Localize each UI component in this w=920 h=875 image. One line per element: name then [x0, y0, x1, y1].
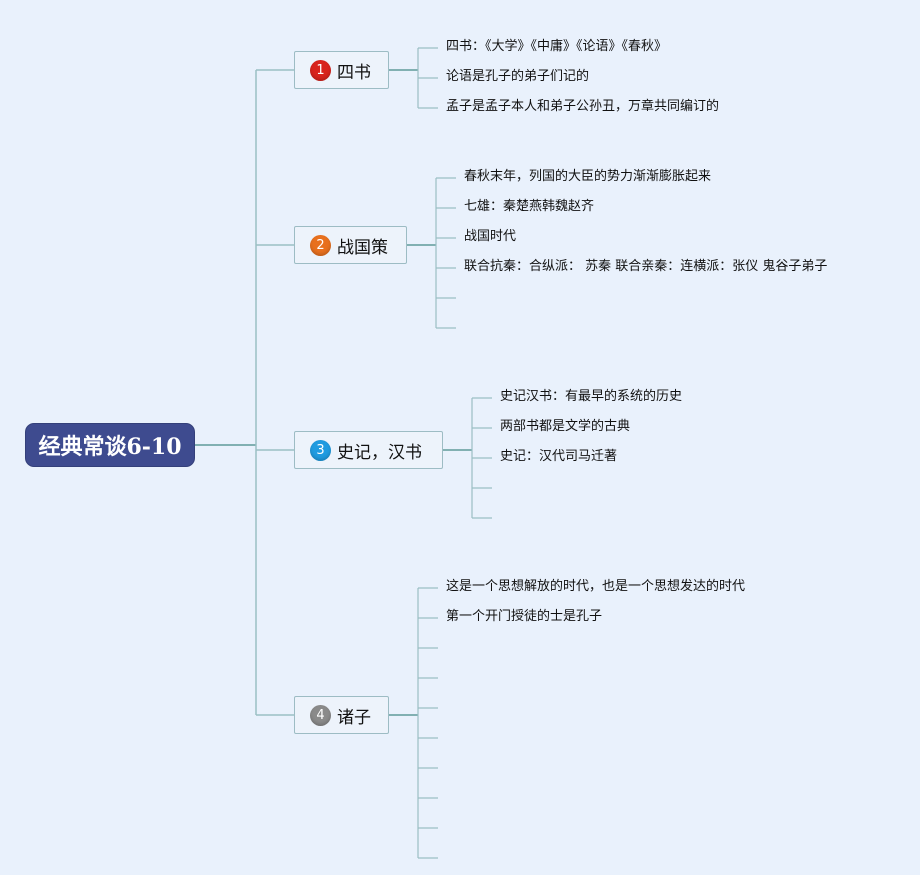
leaf-item[interactable]: 七雄：秦楚燕韩魏赵齐 [464, 199, 595, 214]
topic-label: 诸子 [337, 707, 371, 728]
number-2-icon: 2 [310, 234, 331, 256]
number-1-icon: 1 [310, 59, 331, 81]
leaf-item[interactable]: 四书：《大学》《中庸》《论语》《春秋》 [446, 39, 668, 54]
topic-zhanguoce[interactable]: 2 战国策 [294, 226, 407, 264]
root-label: 经典常谈6-10 [38, 434, 182, 460]
topic-label: 四书 [337, 62, 371, 83]
leaf-item[interactable]: 第一个开门授徒的士是孔子 [446, 609, 603, 624]
leaf-item[interactable]: 论语是孔子的弟子们记的 [446, 69, 590, 84]
number-4-icon: 4 [310, 704, 331, 726]
topic-sishu[interactable]: 1 四书 [294, 51, 389, 89]
leaf-item[interactable]: 这是一个思想解放的时代，也是一个思想发达的时代 [446, 579, 746, 594]
leaf-item[interactable]: 孟子是孟子本人和弟子公孙丑，万章共同编订的 [446, 99, 720, 114]
number-3-icon: 3 [310, 439, 331, 461]
leaf-item[interactable]: 史记：汉代司马迁著 [500, 449, 618, 464]
leaf-item[interactable]: 战国时代 [464, 229, 517, 244]
leaf-item[interactable]: 联合抗秦：合纵派： 苏秦 联合亲秦：连横派：张仪 鬼谷子弟子 [464, 259, 828, 274]
topic-zhuzi[interactable]: 4 诸子 [294, 696, 389, 734]
root-topic[interactable]: 经典常谈6-10 [25, 423, 195, 467]
leaf-item[interactable]: 两部书都是文学的古典 [500, 419, 631, 434]
topic-shiji-hanshu[interactable]: 3 史记，汉书 [294, 431, 443, 469]
leaf-item[interactable]: 春秋末年，列国的大臣的势力渐渐膨胀起来 [464, 169, 712, 184]
leaf-item[interactable]: 史记汉书：有最早的系统的历史 [500, 389, 683, 404]
topic-label: 战国策 [337, 237, 388, 258]
topic-label: 史记，汉书 [337, 442, 422, 463]
